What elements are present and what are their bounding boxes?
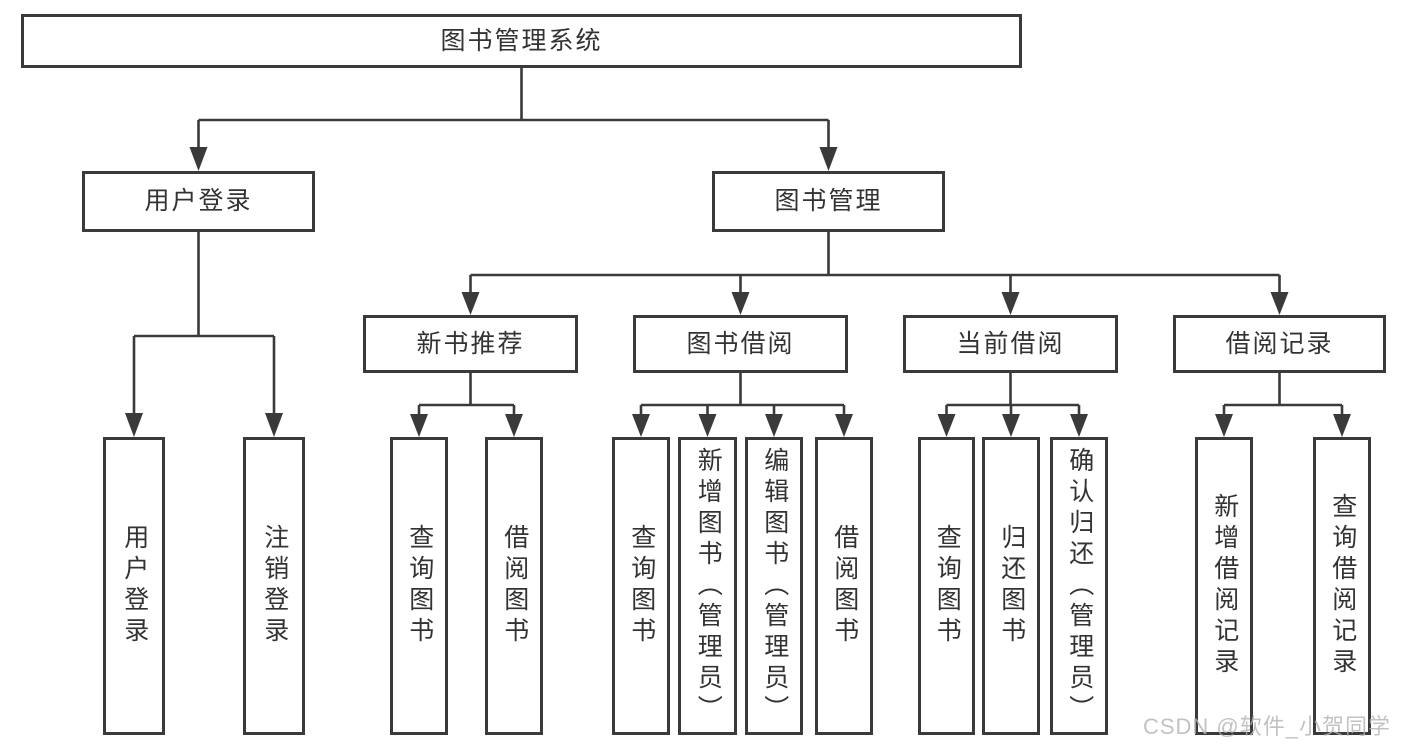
leaf-query-books-rec: 查询图书 — [390, 437, 448, 735]
leaf-return-books: 归还图书 — [982, 437, 1040, 735]
leaf-borrow-books-label: 借阅图书 — [830, 524, 859, 648]
leaf-user-login: 用户登录 — [103, 437, 165, 735]
leaf-query-books-current-label: 查询图书 — [933, 524, 962, 648]
leaf-add-borrow-record: 新增借阅记录 — [1195, 437, 1253, 735]
leaf-return-books-label: 归还图书 — [997, 524, 1026, 648]
connector-book-mgmt-to-modules — [461, 232, 1289, 315]
leaf-query-books-rec-label: 查询图书 — [405, 524, 434, 648]
leaf-borrow-books-rec: 借阅图书 — [485, 437, 543, 735]
node-borrow-records-label: 借阅记录 — [1225, 329, 1334, 358]
node-new-book-rec-label: 新书推荐 — [416, 329, 525, 358]
node-new-book-rec: 新书推荐 — [363, 315, 578, 373]
csdn-watermark: CSDN @软件_小贺同学 — [1142, 714, 1391, 739]
leaf-query-borrow-record-label: 查询借阅记录 — [1328, 493, 1357, 679]
node-user-login-branch-label: 用户登录 — [144, 187, 253, 215]
leaf-logout: 注销登录 — [243, 437, 305, 735]
node-current-borrow: 当前借阅 — [903, 315, 1118, 373]
node-book-mgmt-branch: 图书管理 — [712, 171, 945, 232]
leaf-edit-books-admin: 编辑图书（管理员） — [745, 437, 803, 735]
leaf-add-borrow-record-label: 新增借阅记录 — [1210, 493, 1239, 679]
node-root-system-label: 图书管理系统 — [440, 26, 603, 55]
leaf-edit-books-admin-label: 编辑图书（管理员） — [760, 446, 789, 726]
leaf-query-books-current: 查询图书 — [918, 437, 975, 735]
leaf-user-login-label: 用户登录 — [120, 524, 149, 648]
node-book-borrow-label: 图书借阅 — [686, 329, 795, 358]
connector-borrow-records-to-leaves — [1215, 373, 1351, 437]
leaf-borrow-books: 借阅图书 — [815, 437, 873, 735]
node-borrow-records: 借阅记录 — [1173, 315, 1386, 373]
connector-current-borrow-to-leaves — [937, 373, 1088, 437]
node-root-system: 图书管理系统 — [21, 14, 1022, 68]
connector-user-login-to-leaves — [125, 232, 283, 437]
leaf-query-books-borrow: 查询图书 — [612, 437, 670, 735]
connector-new-book-rec-to-leaves — [410, 373, 523, 437]
node-current-borrow-label: 当前借阅 — [956, 329, 1065, 358]
connector-root-to-branches — [189, 68, 838, 171]
node-user-login-branch: 用户登录 — [82, 171, 315, 232]
node-book-borrow: 图书借阅 — [633, 315, 848, 373]
connector-book-borrow-to-leaves — [632, 373, 853, 437]
leaf-query-books-borrow-label: 查询图书 — [627, 524, 656, 648]
leaf-query-borrow-record: 查询借阅记录 — [1313, 437, 1371, 735]
leaf-add-books-admin-label: 新增图书（管理员） — [694, 446, 723, 726]
leaf-add-books-admin: 新增图书（管理员） — [678, 437, 737, 735]
leaf-borrow-books-rec-label: 借阅图书 — [500, 524, 529, 648]
leaf-confirm-return-admin-label: 确认归还（管理员） — [1065, 446, 1094, 726]
leaf-logout-label: 注销登录 — [260, 524, 289, 648]
node-book-mgmt-branch-label: 图书管理 — [774, 187, 883, 215]
leaf-confirm-return-admin: 确认归还（管理员） — [1050, 437, 1108, 735]
